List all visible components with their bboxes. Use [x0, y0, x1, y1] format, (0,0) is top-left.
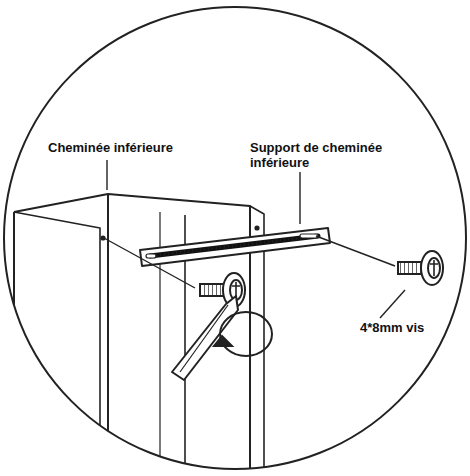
screw-label: 4*8mm vis: [358, 320, 426, 335]
part-label: Cheminée inférieure: [46, 140, 175, 155]
part-label: Support de cheminée inférieure: [248, 140, 402, 170]
